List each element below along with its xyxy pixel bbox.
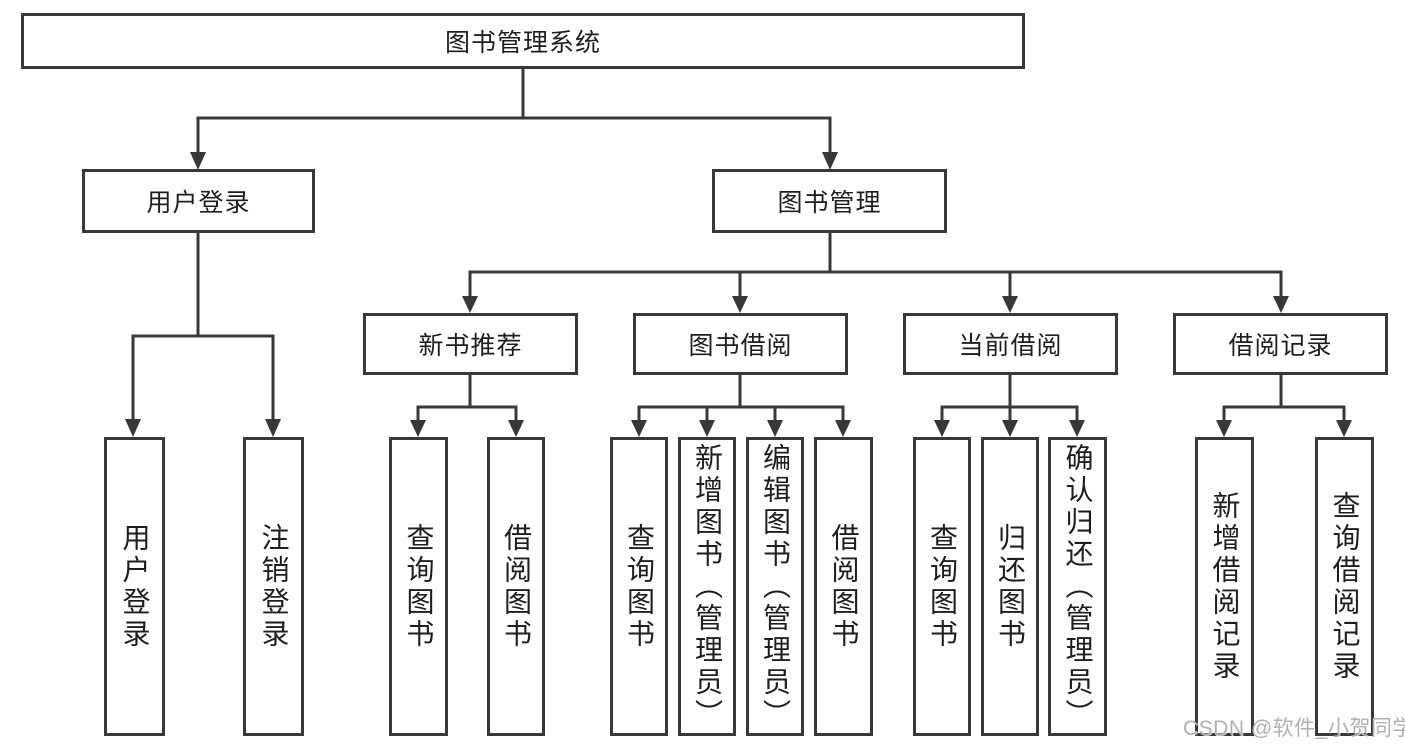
leaf-recommend-query-books: 查询图书 (389, 437, 448, 736)
leaf-logout: 注销登录 (243, 437, 304, 736)
leaf-records-add-record: 新增借阅记录 (1195, 437, 1254, 736)
node-current-borrow-label: 当前借阅 (958, 332, 1063, 360)
leaf-current-query-books-label: 查询图书 (927, 522, 958, 651)
leaf-borrow-query-books-label: 查询图书 (624, 522, 655, 651)
leaf-borrow-edit-books-admin-label: 编辑图书（管理员） (760, 442, 791, 731)
node-user-login-label: 用户登录 (146, 189, 251, 217)
leaf-borrow-borrow-books: 借阅图书 (814, 437, 873, 736)
leaf-current-return-books: 归还图书 (981, 437, 1039, 736)
node-root-label: 图书管理系统 (444, 29, 601, 57)
node-borrow-records: 借阅记录 (1173, 313, 1388, 375)
leaf-borrow-borrow-books-label: 借阅图书 (828, 522, 860, 651)
leaf-user-login-label: 用户登录 (119, 522, 151, 651)
leaf-records-add-record-label: 新增借阅记录 (1209, 490, 1241, 683)
leaf-recommend-borrow-books: 借阅图书 (487, 437, 545, 736)
leaf-logout-label: 注销登录 (258, 522, 290, 651)
node-borrow-records-label: 借阅记录 (1228, 332, 1333, 360)
leaf-recommend-borrow-books-label: 借阅图书 (501, 522, 532, 651)
node-book-management-label: 图书管理 (777, 189, 882, 217)
leaf-current-confirm-return-admin: 确认归还（管理员） (1048, 437, 1107, 736)
node-book-borrow: 图书借阅 (633, 313, 848, 375)
node-book-borrow-label: 图书借阅 (688, 332, 793, 360)
csdn-watermark: CSDN @软件_小贺同学 (1183, 717, 1405, 740)
node-root: 图书管理系统 (21, 13, 1025, 69)
leaf-borrow-add-books-admin-label: 新增图书（管理员） (692, 442, 723, 731)
leaf-current-return-books-label: 归还图书 (995, 522, 1026, 651)
leaf-records-query-record: 查询借阅记录 (1315, 437, 1374, 736)
leaf-borrow-edit-books-admin: 编辑图书（管理员） (746, 437, 804, 736)
node-new-book-recommend: 新书推荐 (363, 313, 578, 375)
leaf-current-confirm-return-admin-label: 确认归还（管理员） (1062, 442, 1094, 731)
node-current-borrow: 当前借阅 (903, 313, 1118, 375)
leaf-borrow-query-books: 查询图书 (610, 437, 668, 736)
leaf-records-query-record-label: 查询借阅记录 (1329, 490, 1361, 683)
leaf-recommend-query-books-label: 查询图书 (403, 522, 435, 651)
leaf-current-query-books: 查询图书 (913, 437, 971, 736)
leaf-user-login: 用户登录 (104, 437, 165, 736)
node-new-book-recommend-label: 新书推荐 (418, 332, 523, 360)
node-book-management: 图书管理 (712, 169, 947, 233)
node-user-login: 用户登录 (82, 169, 315, 233)
leaf-borrow-add-books-admin: 新增图书（管理员） (678, 437, 736, 736)
